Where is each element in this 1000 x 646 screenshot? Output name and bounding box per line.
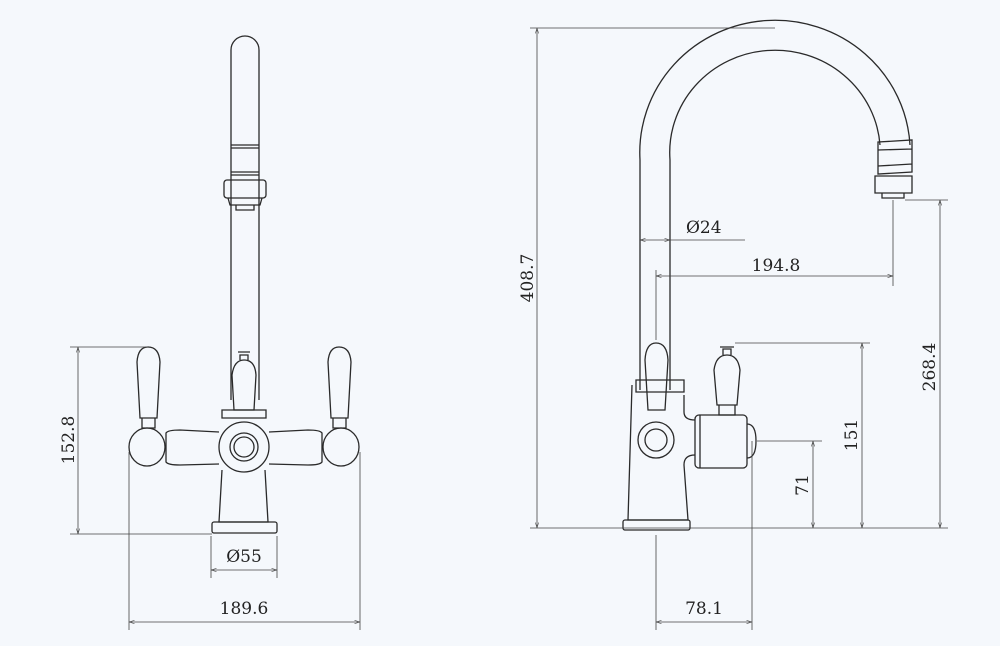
side-dimensions: 408.7 Ø24 194.8 268.4 151 71 78.1 [518,27,948,630]
spout-collar [223,179,267,199]
dim-diameter-55: Ø55 [226,547,262,567]
dim-151: 151 [842,419,862,451]
side-block [694,414,748,469]
hub [218,421,270,473]
right-arm [268,429,323,466]
dim-71: 71 [793,474,813,496]
side-base [622,519,691,531]
side-left-handle [644,342,669,411]
front-dimensions: 152.8 Ø55 189.6 [59,346,361,630]
left-cap [128,427,166,467]
center-handle [231,351,257,411]
right-handle [327,346,352,429]
left-handle [136,346,161,429]
dim-78-1: 78.1 [685,599,723,619]
side-right-handle [713,346,741,416]
dim-152-8: 152.8 [59,416,79,465]
dim-189-6: 189.6 [220,599,269,619]
side-body [627,384,696,521]
side-hub [637,421,675,459]
aerator [874,175,913,199]
dim-268-4: 268.4 [920,343,940,392]
dim-408-7: 408.7 [518,254,538,303]
front-body [218,469,269,523]
dim-194-8: 194.8 [752,256,801,276]
side-view-faucet [622,19,913,531]
front-view-faucet [128,35,360,534]
gooseneck-inner [669,49,881,390]
gooseneck-outer [639,19,911,390]
left-arm [165,429,220,466]
front-spout [230,35,260,400]
right-cap [322,427,360,467]
dim-diameter-24: Ø24 [686,218,722,238]
front-base [211,521,278,534]
